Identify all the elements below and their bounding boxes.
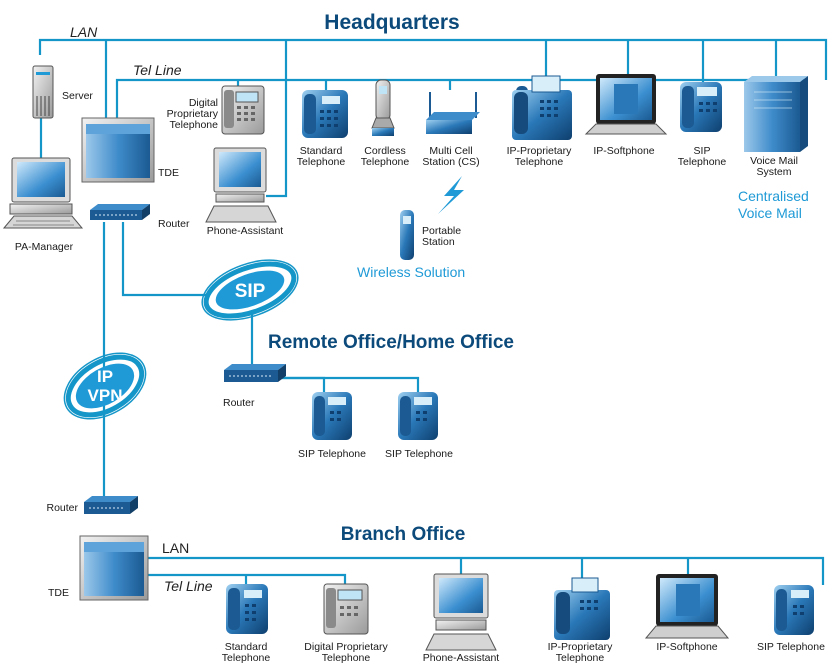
vpn-badge-label: VPN	[88, 386, 123, 405]
pa-manager-icon	[2, 157, 84, 229]
remote-sip-phone-1-icon	[312, 392, 352, 440]
branch-sip-phone-label: SIP Telephone	[757, 641, 825, 653]
hq-router-icon	[90, 204, 150, 220]
hq-cordless-phone-label-2: Telephone	[360, 156, 410, 168]
hq-telline-bus	[115, 78, 808, 120]
hq-ip-softphone-icon	[584, 74, 668, 135]
hq-voice-mail-label-1: Voice Mail	[750, 155, 798, 167]
hq-digital-phone-icon	[221, 85, 265, 135]
hq-sip-phone-label-1: SIP	[693, 145, 711, 157]
headquarters-title: Headquarters	[324, 11, 460, 34]
hq-digital-phone-label-3: Telephone	[169, 119, 218, 131]
hq-lan-bus	[38, 38, 828, 80]
branch-tde-label: TDE	[48, 587, 69, 599]
remote-line-1	[276, 376, 326, 392]
hq-ip-proprietary-icon	[512, 75, 572, 140]
server-icon	[32, 65, 54, 119]
hq-ip-softphone-label: IP-Softphone	[593, 145, 655, 157]
hq-tde-icon	[81, 117, 155, 183]
hq-standard-phone-label-2: Telephone	[296, 156, 346, 168]
branch-router-label: Router	[46, 502, 78, 514]
branch-lan-bus	[146, 556, 825, 585]
branch-phone-assistant-icon	[425, 573, 497, 651]
branch-ip-proprietary-label-2: Telephone	[555, 652, 605, 664]
remote-sip-phone-2-label: SIP Telephone	[385, 448, 453, 460]
hq-router-label: Router	[158, 218, 190, 230]
remote-office-title: Remote Office/Home Office	[268, 332, 514, 353]
branch-digital-phone-label-1: Digital Proprietary	[304, 641, 388, 653]
portable-station-label-2: Station	[422, 236, 455, 248]
branch-telline-label: Tel Line	[164, 578, 213, 594]
server-label: Server	[62, 90, 93, 102]
branch-standard-phone-label-2: Telephone	[221, 652, 271, 664]
hq-voice-mail-label-2: System	[756, 166, 792, 178]
branch-lan-label: LAN	[162, 540, 190, 556]
router-to-sip	[121, 222, 206, 297]
hq-sip-phone-label-2: Telephone	[677, 156, 727, 168]
hq-multi-cell-label-1: Multi Cell	[429, 145, 473, 157]
remote-router-label: Router	[223, 397, 255, 409]
hq-ip-proprietary-label-1: IP-Proprietary	[506, 145, 572, 157]
hq-standard-phone-label-1: Standard	[299, 145, 343, 157]
portable-station-label-1: Portable	[422, 225, 462, 237]
branch-digital-phone-icon	[323, 583, 369, 635]
wireless-lightning-icon	[438, 176, 464, 214]
centralised-label-2: Voice Mail	[738, 205, 802, 221]
branch-tde-icon	[79, 535, 149, 601]
hq-digital-phone-label-1: Digital	[188, 97, 218, 109]
branch-standard-phone-icon	[226, 584, 268, 634]
pa-manager-label: PA-Manager	[14, 241, 74, 253]
hq-multi-cell-label-2: Station (CS)	[422, 156, 480, 168]
branch-standard-phone-label-1: Standard	[224, 641, 268, 653]
ip-badge-label: IP	[97, 367, 113, 386]
branch-phone-assistant-label: Phone-Assistant	[422, 652, 500, 664]
hq-portable-station-icon	[400, 210, 414, 260]
branch-router-icon	[84, 496, 138, 514]
branch-office-title: Branch Office	[340, 524, 466, 545]
hq-telline-label: Tel Line	[133, 62, 182, 78]
hq-voice-mail-icon	[744, 76, 808, 152]
hq-ip-proprietary-label-2: Telephone	[514, 156, 564, 168]
wireless-solution-label: Wireless Solution	[357, 264, 466, 280]
hq-tde-label: TDE	[158, 167, 179, 179]
hq-digital-phone-label-2: Proprietary	[166, 108, 218, 120]
connection-lines	[38, 38, 828, 585]
sip-badge-icon	[201, 259, 299, 321]
sip-badge-label: SIP	[235, 281, 266, 302]
remote-sip-phone-2-icon	[398, 392, 438, 440]
branch-ip-softphone-label: IP-Softphone	[656, 641, 718, 653]
hq-phone-assistant-icon	[205, 147, 277, 223]
remote-router-icon	[224, 364, 286, 382]
hq-lan-label: LAN	[70, 24, 98, 40]
branch-ip-proprietary-label-1: IP-Proprietary	[547, 641, 613, 653]
ip-vpn-badge-icon	[63, 352, 147, 420]
hq-multi-cell-icon	[426, 92, 480, 134]
branch-telline-bus	[148, 573, 347, 584]
hq-sip-phone-icon	[680, 82, 722, 132]
branch-digital-phone-label-2: Telephone	[321, 652, 371, 664]
hq-cordless-phone-icon	[371, 79, 395, 136]
branch-sip-phone-icon	[774, 585, 814, 635]
branch-ip-softphone-icon	[644, 574, 730, 639]
hq-cordless-phone-label-1: Cordless	[364, 145, 406, 157]
hq-standard-phone-icon	[302, 90, 348, 138]
hq-phone-assistant-label: Phone-Assistant	[206, 225, 284, 237]
centralised-label-1: Centralised	[738, 188, 809, 204]
remote-line-2	[276, 376, 420, 392]
lan-drop-phone-assistant	[266, 40, 288, 198]
remote-sip-phone-1-label: SIP Telephone	[298, 448, 366, 460]
branch-ip-proprietary-icon	[554, 577, 610, 640]
